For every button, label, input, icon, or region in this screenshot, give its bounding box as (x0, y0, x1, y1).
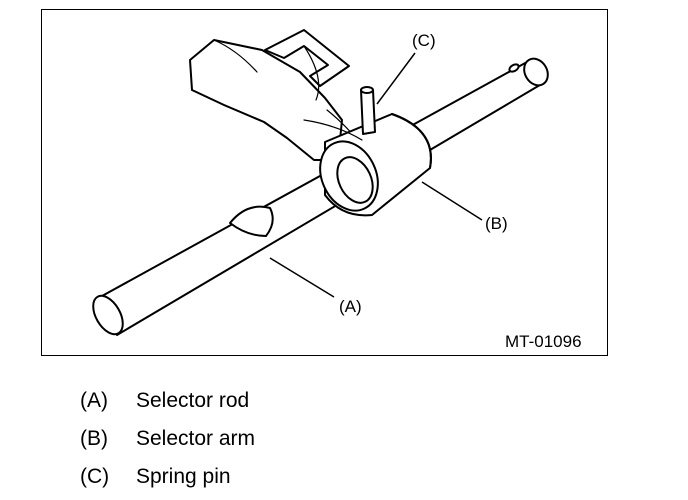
callout-c: (C) (412, 31, 436, 50)
legend-text: Selector rod (136, 389, 250, 412)
legend-key: (C) (80, 465, 110, 488)
legend-item: (A) Selector rod (80, 382, 255, 420)
figure-id: MT-01096 (505, 332, 582, 351)
parts-illustration: (A) (B) (C) MT-01096 (92, 29, 582, 351)
legend-text: Selector arm (136, 427, 256, 450)
spring-pin (360, 86, 376, 135)
leader-line-c (376, 52, 416, 105)
selector-arm (189, 29, 432, 217)
figure-frame: (A) (B) (C) MT-01096 (41, 9, 608, 356)
legend-item: (C) Spring pin (80, 458, 255, 496)
leader-line-a (269, 257, 335, 298)
legend-item: (B) Selector arm (80, 420, 255, 458)
selector-rod (92, 57, 549, 336)
legend-key: (A) (80, 389, 108, 412)
legend: (A) Selector rod (B) Selector arm (C) Sp… (80, 382, 255, 496)
leader-line-b (421, 181, 483, 221)
legend-text: Spring pin (136, 465, 231, 488)
legend-key: (B) (80, 427, 108, 450)
callout-b: (B) (485, 214, 508, 233)
callout-a: (A) (339, 297, 362, 316)
